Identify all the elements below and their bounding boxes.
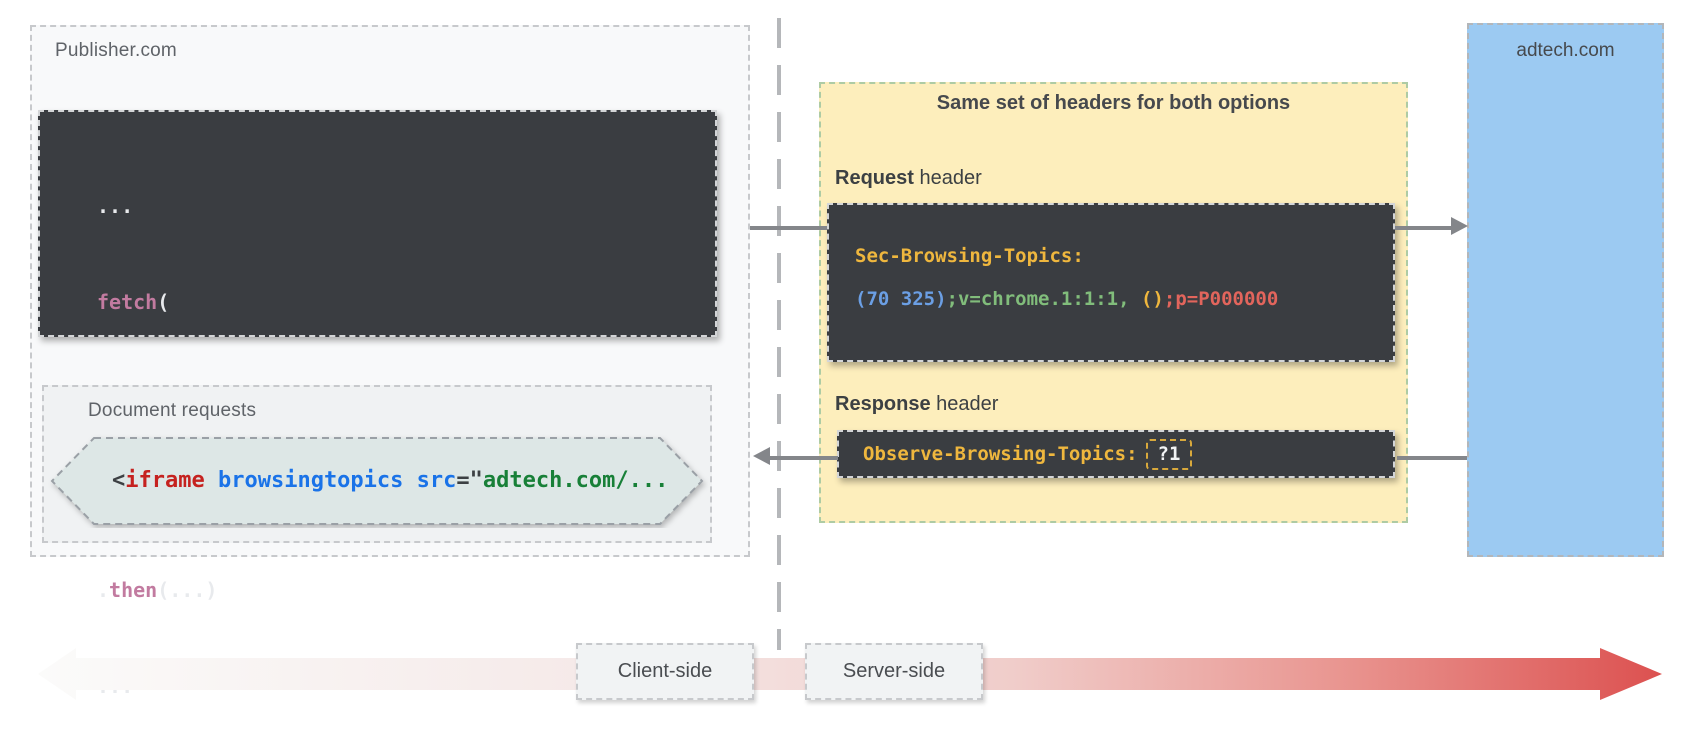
adtech-to-response-line (1397, 456, 1467, 460)
fetch-to-request-line (750, 226, 827, 230)
iframe-code-snippet: <iframe browsingtopics src="adtech.com/.… (112, 468, 669, 493)
headers-panel-title: Same set of headers for both options (936, 92, 1291, 114)
iframe-hexagon-shape (50, 437, 704, 525)
client-side-label: Client-side (576, 643, 754, 700)
adtech-panel (1467, 23, 1664, 557)
request-header-value: (70 325);v=chrome.1:1:1, ();p=P000000 (855, 288, 1279, 310)
fetch-code-block: ... fetch( 'adtech.com/...', {browsingTo… (38, 110, 717, 698)
document-requests-label: Document requests (88, 400, 257, 421)
code-line: ... (97, 194, 134, 218)
code-line: fetch( (97, 290, 170, 314)
client-server-divider-line (777, 18, 781, 650)
request-arrowhead-icon (1451, 217, 1468, 235)
server-side-label: Server-side (805, 643, 983, 700)
request-header-code-block (827, 203, 1395, 362)
code-line: .then(...) (97, 578, 218, 602)
response-arrowhead-icon (753, 447, 770, 465)
response-header-label: Response header (835, 393, 999, 415)
response-header-code-block: Observe-Browsing-Topics: ?1 (837, 430, 1395, 478)
response-header-value-badge: ?1 (1145, 438, 1193, 470)
request-to-adtech-line (1395, 226, 1453, 230)
request-header-name: Sec-Browsing-Topics: (855, 245, 1084, 267)
response-to-publisher-line (769, 456, 838, 460)
adtech-label: adtech.com (1516, 40, 1615, 61)
request-header-label: Request header (835, 167, 982, 189)
publisher-label: Publisher.com (55, 40, 177, 61)
response-header-name: Observe-Browsing-Topics: (863, 443, 1138, 465)
